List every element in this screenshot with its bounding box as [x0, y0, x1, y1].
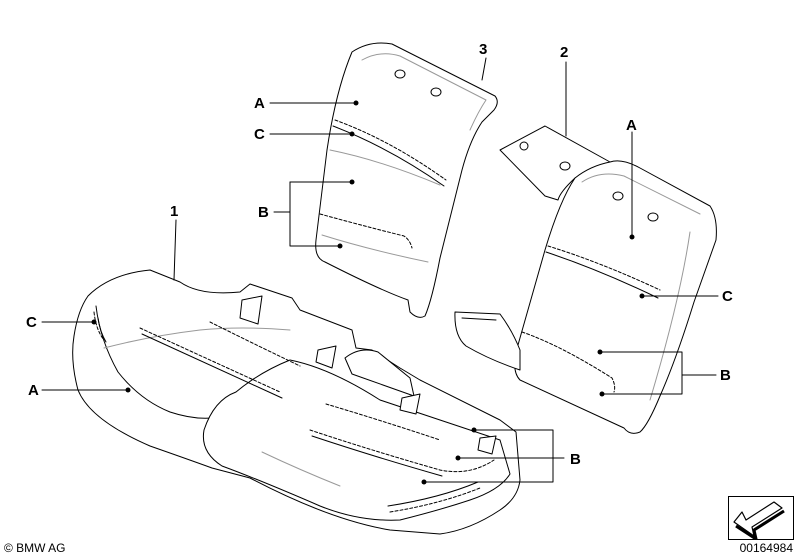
backrest-cover-narrow: [315, 42, 498, 318]
callout-part-3: 3: [479, 41, 487, 58]
copyright-text: © BMW AG: [4, 541, 66, 555]
callout-dots: [91, 100, 645, 485]
seat-cushion-cover: [72, 269, 521, 535]
callout-b-upper: B: [258, 204, 269, 221]
callout-c-seat: C: [26, 314, 37, 331]
callout-b-seat: B: [570, 451, 581, 468]
backrest-cover-wide: [454, 125, 717, 434]
callout-a-right: A: [626, 117, 637, 134]
direction-arrow-icon: [728, 496, 794, 540]
callout-part-2: 2: [560, 44, 568, 61]
callout-a-upper: A: [254, 95, 265, 112]
callout-part-1: 1: [170, 203, 178, 220]
callout-b-right: B: [720, 367, 731, 384]
callout-a-seat: A: [28, 382, 39, 399]
image-number: 00164984: [739, 541, 793, 555]
callout-c-upper: C: [254, 126, 265, 143]
leader-lines: [41, 57, 719, 483]
callout-c-right: C: [722, 288, 733, 305]
